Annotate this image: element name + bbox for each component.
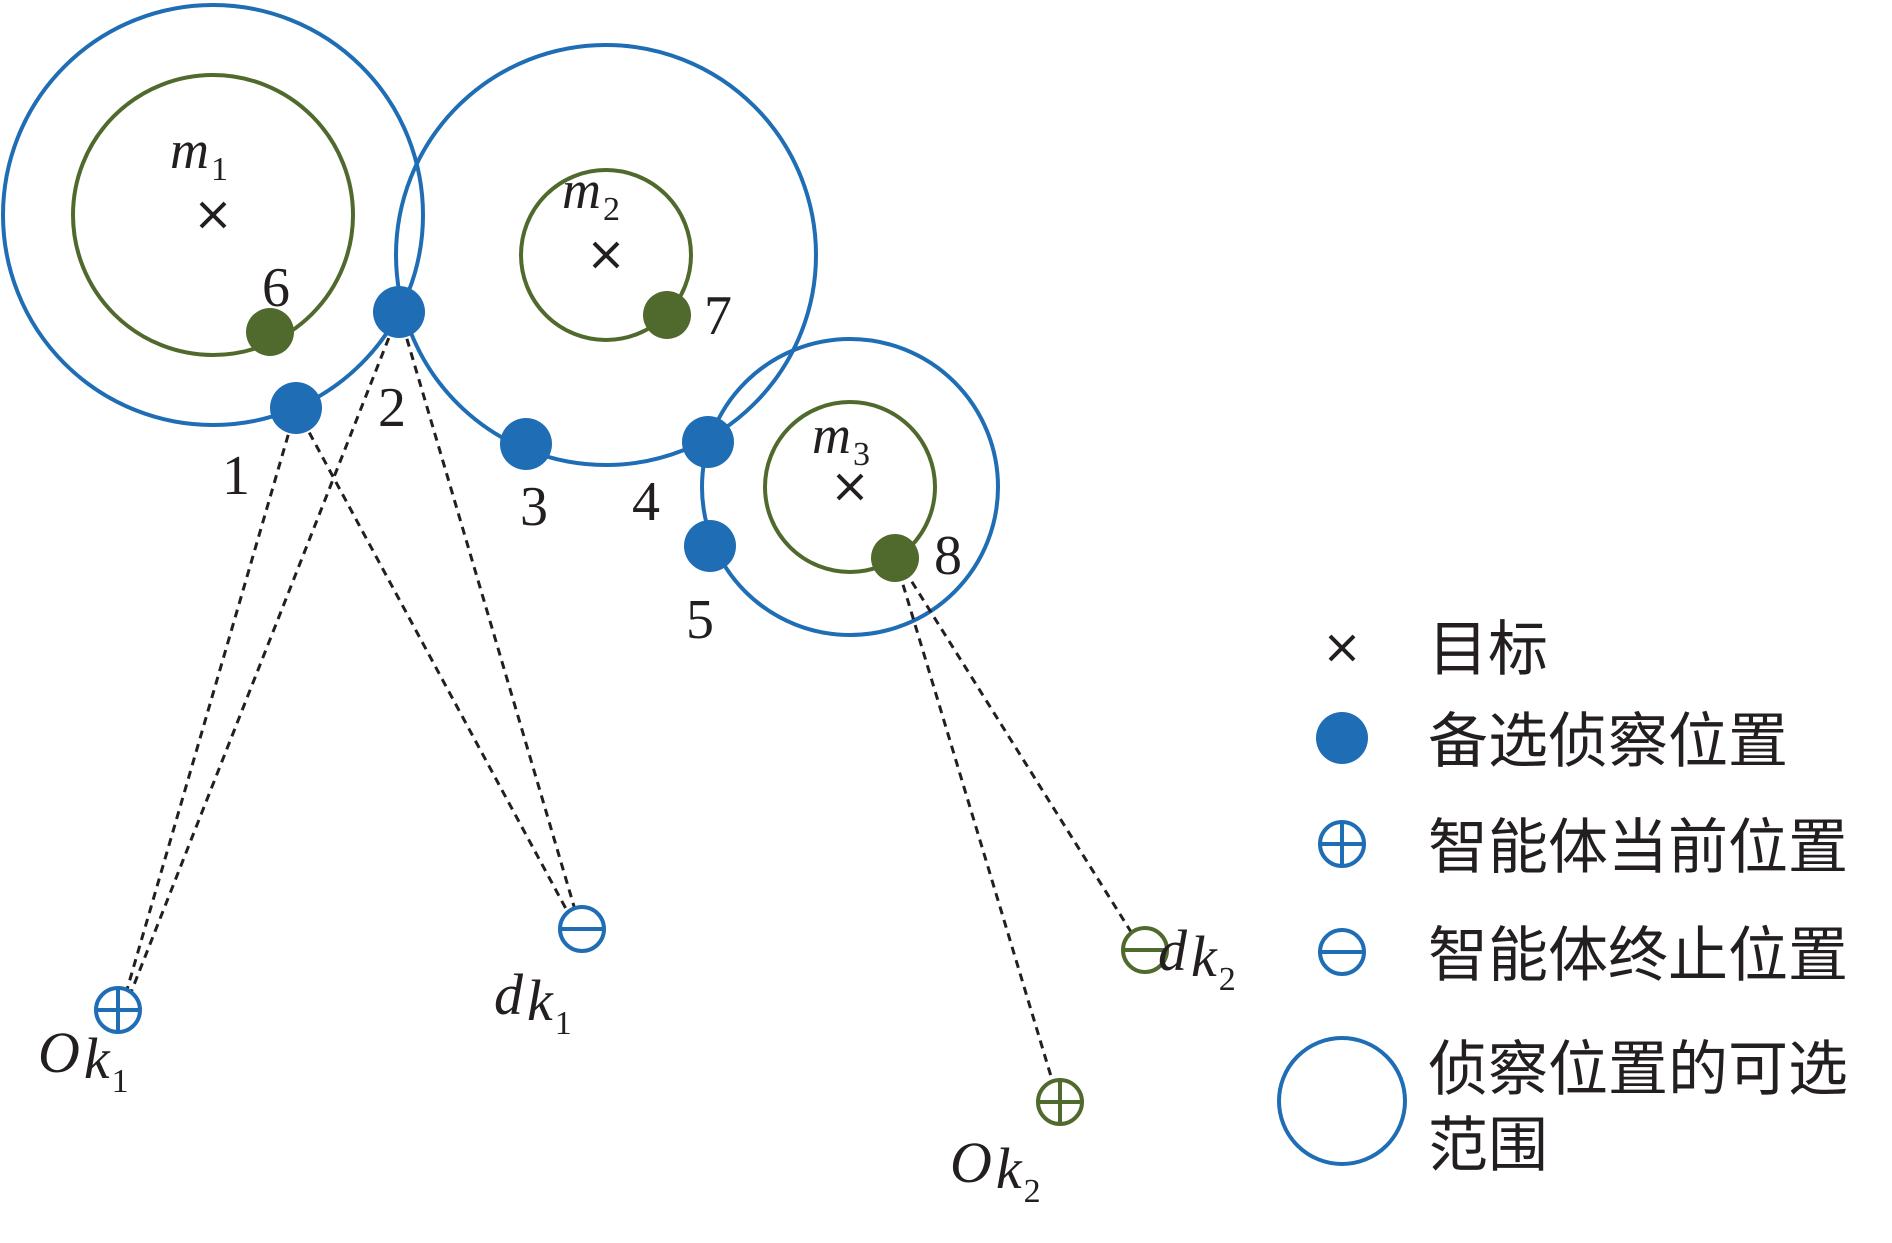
position-number: 5	[686, 589, 714, 651]
candidate-position-8	[871, 534, 919, 582]
targets	[199, 201, 864, 501]
candidate-position-1	[270, 382, 322, 434]
target-label-m1: m1	[170, 120, 228, 188]
candidate-positions	[270, 286, 736, 572]
inner-circle-m2	[519, 168, 693, 342]
legend-open-circle-icon	[1277, 1036, 1407, 1166]
agent2-start-label: Ok2	[950, 1130, 1041, 1210]
candidate-position-3	[500, 418, 552, 470]
route-line	[122, 407, 298, 1001]
position-number: 4	[632, 471, 660, 533]
agent1-start-circle-plus-icon	[94, 986, 142, 1034]
candidate-position-6	[246, 308, 294, 356]
candidate-position-5	[684, 520, 736, 572]
agent2-end-circle-minus-icon	[1121, 926, 1169, 974]
inner-circles	[71, 73, 937, 574]
position-number: 1	[222, 445, 250, 507]
candidate-position-4	[682, 416, 734, 468]
legend: 目标 备选侦察位置 智能体当前位置 智能体终止位置 侦察位置的可选 范围	[1277, 615, 1848, 1181]
inner-circle-m1	[71, 73, 355, 357]
position-number: 7	[704, 285, 732, 347]
range-circle-m2	[394, 43, 818, 467]
target-label-m2: m2	[562, 160, 620, 228]
range-circle-m3	[700, 337, 1000, 637]
position-number: 3	[520, 476, 548, 538]
range-circle-m1	[1, 3, 425, 427]
target-label-m3: m3	[812, 405, 870, 473]
agent1-start-label: Ok1	[38, 1020, 129, 1100]
target-cross-icon	[199, 201, 227, 229]
target-cross-icon	[836, 473, 864, 501]
agent1-end-circle-minus-icon	[558, 905, 606, 953]
range-circles	[1, 3, 1000, 637]
selected-positions	[246, 291, 919, 582]
legend-label-agent-end: 智能体终止位置	[1428, 921, 1848, 991]
legend-circle-plus-icon	[1318, 820, 1366, 868]
route-line	[397, 311, 580, 921]
route-lines	[122, 311, 1140, 1084]
route-line	[895, 557, 1140, 944]
position-number: 2	[378, 377, 406, 439]
route-line	[893, 557, 1055, 1084]
candidate-position-7	[643, 291, 691, 339]
legend-filled-circle-icon	[1316, 712, 1368, 764]
inner-circle-m3	[763, 400, 937, 574]
legend-label-target: 目标	[1428, 615, 1548, 685]
position-number: 8	[934, 525, 962, 587]
position-number: 6	[262, 257, 290, 319]
agent1-end-label: dk1	[494, 962, 572, 1042]
legend-cross-icon	[1328, 634, 1356, 662]
legend-label-agent-current: 智能体当前位置	[1428, 813, 1848, 883]
target-cross-icon	[592, 241, 620, 269]
agent2-start-circle-plus-icon	[1036, 1078, 1084, 1126]
agent2-end-label: dk2	[1158, 918, 1236, 998]
legend-circle-minus-icon	[1318, 928, 1366, 976]
legend-label-candidate: 备选侦察位置	[1428, 707, 1788, 777]
legend-label-range-line1: 侦察位置的可选	[1428, 1035, 1848, 1105]
candidate-position-2	[373, 286, 425, 338]
legend-label-range-line2: 范围	[1428, 1111, 1548, 1181]
route-line	[126, 311, 401, 1001]
